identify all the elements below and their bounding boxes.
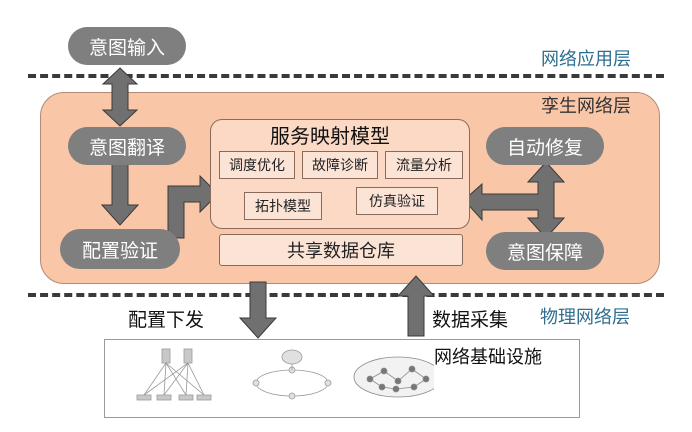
intent-input-node: 意图输入 — [68, 27, 186, 65]
application-layer-label: 网络应用层 — [541, 49, 631, 70]
model-tag-simulation: 仿真验证 — [356, 187, 438, 215]
ring-topology-icon — [252, 349, 332, 400]
top-layer-divider — [28, 74, 664, 78]
translation-verification-arrow — [100, 161, 140, 226]
model-tag-traffic-analysis: 流量分析 — [385, 151, 463, 179]
mesh-topology-icon — [353, 356, 434, 398]
service-mapping-model-title: 服务映射模型 — [270, 124, 390, 148]
verification-model-arrow — [167, 174, 219, 239]
data-collection-arrow — [396, 275, 436, 337]
model-tag-scheduling: 调度优化 — [219, 151, 295, 179]
infrastructure-label: 网络基础设施 — [434, 347, 542, 368]
bottom-layer-divider — [28, 293, 664, 297]
config-push-label: 配置下发 — [128, 309, 205, 331]
network-topology-sketches — [136, 348, 434, 401]
physical-layer-label: 物理网络层 — [540, 307, 630, 328]
intent-assurance-node: 意图保障 — [486, 232, 604, 270]
infrastructure-panel — [104, 339, 580, 418]
auto-repair-node: 自动修复 — [486, 127, 604, 165]
model-tag-topology: 拓扑模型 — [244, 192, 322, 220]
intent-translation-node: 意图翻译 — [68, 127, 186, 165]
tree-topology-icon — [136, 348, 212, 401]
config-push-arrow — [238, 281, 278, 339]
model-tag-fault-diagnosis: 故障诊断 — [302, 151, 378, 179]
config-verification-node: 配置验证 — [60, 229, 180, 269]
twin-layer-label: 孪生网络层 — [541, 96, 631, 117]
data-collection-label: 数据采集 — [432, 309, 509, 331]
shared-data-repository: 共享数据仓库 — [219, 234, 463, 266]
model-repair-assurance-arrow — [463, 161, 566, 239]
input-translation-arrow — [101, 67, 139, 127]
